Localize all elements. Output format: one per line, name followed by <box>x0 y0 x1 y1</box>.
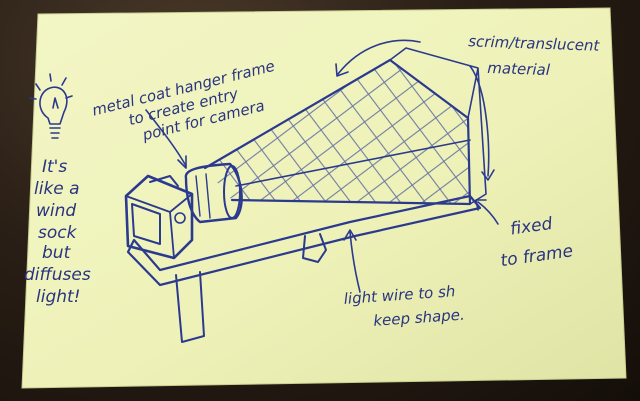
label-idea-line-7: light! <box>36 287 81 307</box>
label-idea-line-4: sock <box>38 223 78 243</box>
label-idea-line-5: but <box>42 243 72 263</box>
label-idea-line-3: wind <box>36 201 76 221</box>
label-material-line-2: material <box>487 59 551 79</box>
label-idea-line-6: diffuses <box>24 265 91 285</box>
label-idea-line-1: It's <box>42 157 67 177</box>
label-idea-line-2: like a <box>34 179 80 199</box>
